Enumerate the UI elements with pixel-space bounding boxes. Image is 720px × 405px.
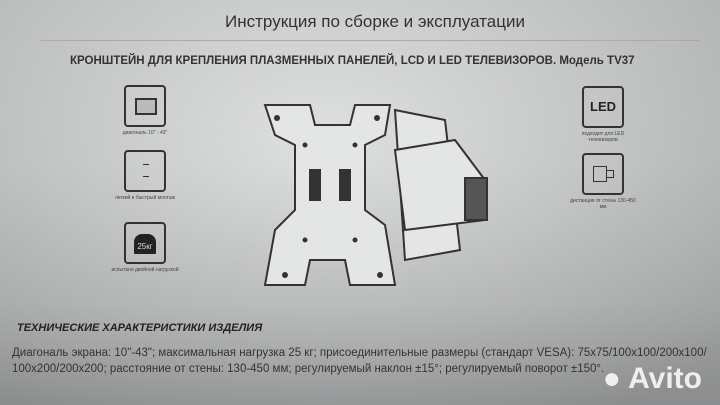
feature-wall-distance: дистанция от стены 130-450 мм [568, 153, 638, 210]
page-title: Инструкция по сборке и эксплуатации [225, 12, 525, 31]
feature-load: 25кг испытано двойной нагрузкой [110, 222, 180, 273]
feature-quick-mount: легкий и быстрый монтаж [110, 150, 180, 201]
quick-mount-icon [124, 150, 166, 192]
product-subtitle: КРОНШТЕЙН ДЛЯ КРЕПЛЕНИЯ ПЛАЗМЕННЫХ ПАНЕЛ… [70, 55, 635, 67]
led-icon: LED [582, 86, 624, 128]
screen-diagonal-icon [124, 85, 166, 127]
feature-led: LED подходит для LED телевизоров [568, 86, 638, 143]
weight-icon: 25кг [124, 222, 166, 264]
wall-distance-icon [582, 153, 624, 195]
avito-watermark: ● Avito [602, 362, 702, 395]
specs-text: Диагональ экрана: 10"-43"; максимальная … [12, 347, 707, 375]
feature-diagonal: диагональ 10" - 43" [110, 85, 180, 136]
divider [40, 40, 700, 41]
specs-heading: ТЕХНИЧЕСКИЕ ХАРАКТЕРИСТИКИ ИЗДЕЛИЯ [17, 322, 263, 334]
bracket-illustration [263, 104, 488, 286]
